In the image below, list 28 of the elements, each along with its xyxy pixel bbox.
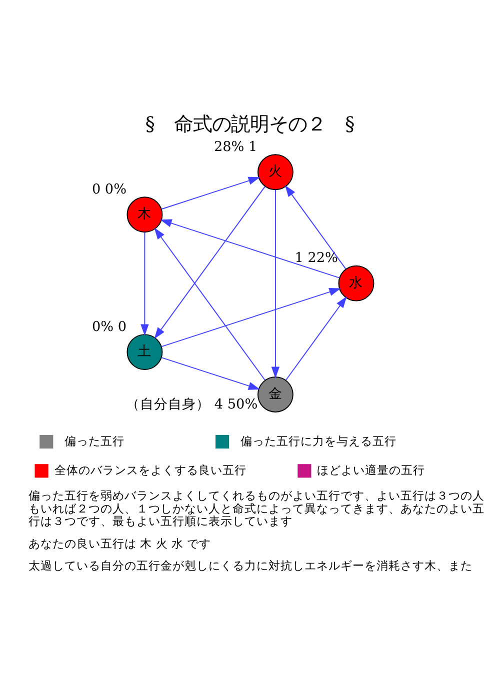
arrow xyxy=(284,185,346,270)
arrow xyxy=(161,357,260,390)
node-circle: 土 xyxy=(126,334,163,370)
legend-label: 偏った五行 xyxy=(64,434,124,448)
node-label: （自分自身） 4 50% xyxy=(126,396,258,412)
node-label: 0% 0 xyxy=(92,318,127,335)
node-label: 0 0% xyxy=(92,181,127,198)
legend-label: 全体のバランスをよくする良い五行 xyxy=(54,462,247,477)
arrow xyxy=(154,186,266,339)
legend-label: ほどよい適量の五行 xyxy=(317,462,426,477)
label: あなたの良い五行は 木 火 水 です xyxy=(28,536,212,550)
node-circle: 水 xyxy=(338,265,374,302)
label: 偏った五行を弱めバランスよくしてくれるものがよい五行です、よい五行は３つの人もいれば２つの人、１つしかない人と命式によって異なってきます、あなたのよい五行は３つです、最もよい五行順に表示しています xyxy=(28,488,484,528)
diagram-title: § 命式の説明その２ § xyxy=(145,112,355,136)
arrow xyxy=(286,296,347,380)
node-label: 1 22% xyxy=(294,250,338,266)
label: 太過している自分の五行金が剋しにくる力に対抗しエネルギーを消耗さす木、また xyxy=(28,558,472,573)
legend-label: 偏った五行に力を与える五行 xyxy=(240,434,396,448)
arrow xyxy=(161,288,341,348)
arrow xyxy=(160,219,340,278)
node-circle: 木 xyxy=(126,196,163,233)
node-circle: 火 xyxy=(257,154,294,190)
arrow xyxy=(161,176,260,210)
arrow xyxy=(271,189,280,378)
arrow xyxy=(154,228,266,381)
arrow xyxy=(140,232,149,336)
node-circle: 金 xyxy=(257,376,294,412)
node-label: 28% 1 xyxy=(214,138,258,155)
